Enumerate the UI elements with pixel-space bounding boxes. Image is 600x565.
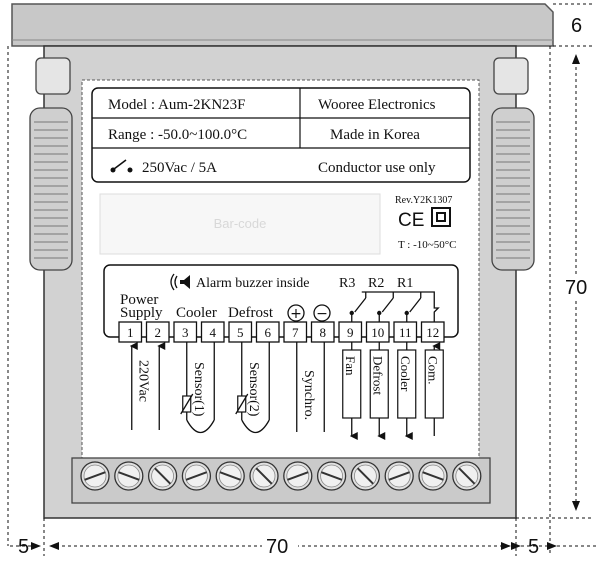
dim-height: 70 [565,277,587,299]
info-table: Model : Aum-2KN23F Wooree Electronics Ra… [91,87,471,183]
terminal-7 [283,321,308,343]
double-insulation-icon [431,207,451,227]
fan-wire-label: Fan [343,356,358,376]
right-clip [491,57,535,271]
terminal-number-4: 4 [210,325,217,340]
terminal-number-8: 8 [320,325,327,340]
relay-contact-wiring [349,291,440,322]
terminal-number-10: 10 [371,325,384,340]
alarm-text: Alarm buzzer inside [196,276,310,291]
terminal-number-11: 11 [399,325,412,340]
relay-label-r3: R3 [339,276,355,291]
terminal-6 [255,321,280,343]
svg-text:+: + [290,306,302,322]
terminal-number-5: 5 [237,325,244,340]
relay-rating-text: 250Vac / 5A [142,160,217,176]
terminal-11 [393,321,418,343]
power-label: Power [120,292,158,308]
manufacturer-text: Wooree Electronics [318,97,436,113]
screw-8-icon [316,461,347,491]
relay-label-r2: R2 [368,276,384,291]
synchro-wire-label: Synchro. [301,370,316,420]
cooler-label: Cooler [176,305,217,321]
switch-icon [110,159,133,173]
terminal-3 [173,321,198,343]
terminal-number-6: 6 [265,325,272,340]
revision-text: Rev.Y2K1307 [395,195,452,206]
temp-rating-text: T : -10~50°C [398,239,456,251]
terminal-10 [365,321,390,343]
dim-width: 70 [266,536,288,558]
terminal-4 [200,321,225,343]
terminal-number-3: 3 [182,325,189,340]
com-wire-label: Com. [425,356,440,385]
top-cover [11,3,554,47]
screw-2-icon [114,461,144,491]
buzzer-icon [170,273,190,291]
screw-3-icon [147,461,178,491]
model-text: Model : Aum-2KN23F [108,97,246,113]
screw-4-icon [181,461,212,491]
screw-5-icon [215,461,245,491]
sensor2-wire-label: Sensor(2) [246,362,261,417]
left-clip [29,57,73,271]
screw-10-icon [384,461,414,491]
cooler_out-wire-label: Cooler [398,356,413,392]
screw-7-icon [283,461,313,491]
screw-1-icon [80,461,110,491]
svg-text:−: − [316,306,328,322]
plus-symbol: + [287,304,305,322]
screw-12-icon [452,461,482,491]
minus-symbol: − [313,304,331,322]
dim-right-margin: 5 [528,536,539,558]
terminal-number-1: 1 [127,325,134,340]
terminal-5 [228,321,253,343]
screw-11-icon [418,461,448,491]
dim-left-margin: 5 [18,536,29,558]
origin-text: Made in Korea [330,127,420,143]
range-text: Range : -50.0~100.0°C [108,127,247,143]
dim-top-depth: 6 [571,15,582,37]
terminal-screws [80,461,482,491]
wiring-box [103,264,459,338]
terminal-number-2: 2 [155,325,162,340]
ce-mark: CE [398,210,424,231]
barcode-text: Bar-code [214,216,267,231]
external-wiring: 220Vac Sensor(1) Sensor(2) Synchro. Fan Defro… [129,342,444,440]
terminal-number-9: 9 [347,325,354,340]
sensor1-wire-label: Sensor(1) [191,362,206,417]
conductor-note-text: Conductor use only [318,160,436,176]
defrost-label: Defrost [228,305,274,321]
defrost_out-wire-label: Defrost [370,356,385,395]
power-wire-label: 220Vac [135,360,150,402]
supply-label: Supply [120,305,163,321]
terminal-9 [338,321,363,343]
barcode-area [99,193,381,255]
terminal-number-7: 7 [292,325,299,340]
screw-6-icon [249,461,279,491]
screw-9-icon [350,461,381,491]
terminal-number-12: 12 [426,325,439,340]
relay-label-r1: R1 [397,276,413,291]
terminal-8 [310,321,335,343]
